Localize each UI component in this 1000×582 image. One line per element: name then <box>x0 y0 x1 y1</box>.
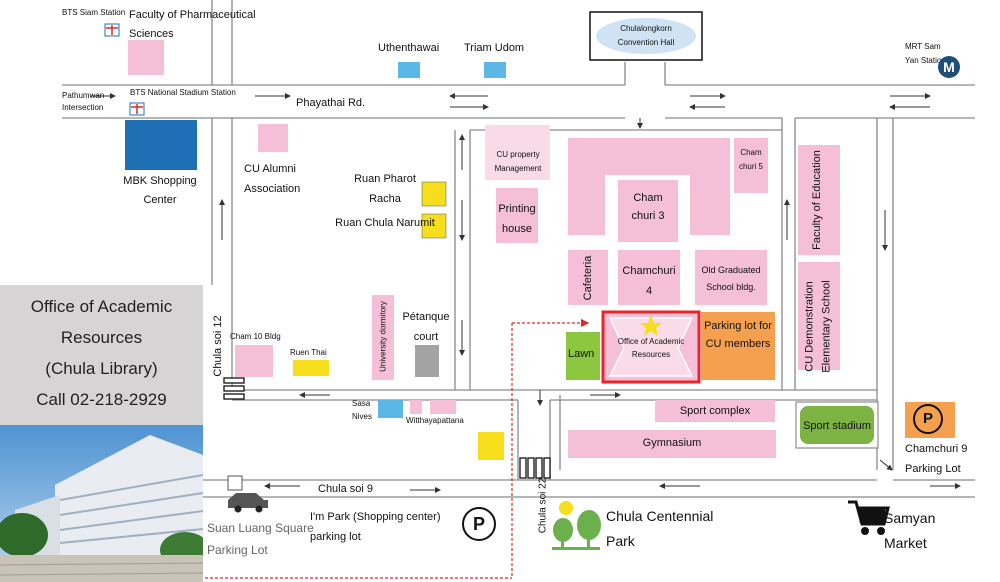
gymnasium-label: Gymnasium <box>642 437 702 449</box>
sport-stadium-label: Sport stadium <box>803 420 871 432</box>
parking-members-block <box>701 312 775 380</box>
chamchuri4-label: Chamchuri 4 <box>622 265 676 297</box>
ruan-pharot-label: Ruan Pharot Racha <box>354 173 416 205</box>
suan-luang-label: Suan Luang Square Parking Lot <box>207 521 314 557</box>
triam-udom-label: Triam Udom <box>464 42 525 54</box>
office-label: Office of Academic Resources <box>617 337 685 359</box>
education-label: Faculty of Education <box>811 150 823 250</box>
ruan-narumit-label: Ruan Chula Narumit <box>335 217 435 229</box>
info-panel: Office of Academic Resources (Chula Libr… <box>0 285 203 425</box>
uthenthawai-label: Uthenthawai <box>378 42 440 54</box>
demo-school-label: CU Demonstration Elementary School <box>803 280 833 373</box>
pathumwan-label: Pathumwan Intersection <box>62 91 105 112</box>
chula-soi-22-label: Chula soi 22 <box>537 477 549 534</box>
bts-national-stadium-label: BTS National Stadium Station <box>130 88 236 97</box>
pink-buildings <box>128 40 840 458</box>
gate-icon <box>223 377 551 479</box>
convention-hall-shape <box>596 18 696 54</box>
tree-icon <box>552 501 601 550</box>
chamchuri3-label: Cham churi 3 <box>631 192 665 222</box>
dormitory-label: University dormitory <box>378 301 388 372</box>
alumni-label: CU Alumni Association <box>244 163 301 195</box>
im-park-label: I'm Park (Shopping center) parking lot <box>310 511 441 543</box>
im-park-parking-icon: P <box>462 507 496 541</box>
chamchuri5-label: Cham churi 5 <box>738 148 763 172</box>
witthayapattana-label: Witthayapattana <box>406 416 464 425</box>
bts-icon <box>104 23 145 116</box>
info-phone: Call 02-218-2929 <box>36 390 167 409</box>
info-line-2: Resources <box>60 328 143 347</box>
cu-property-label: CU property Management <box>494 150 542 174</box>
mbk-label: MBK Shopping Center <box>123 175 197 206</box>
bts-siam-label: BTS Siam Station <box>62 8 126 17</box>
centennial-park-label: Chula Centennial Park <box>606 508 714 549</box>
petanque-label: Pétanque court <box>402 311 450 343</box>
samyan-market-label: Samyan Market <box>884 510 936 551</box>
printing-label: Printing house <box>498 203 536 235</box>
cafeteria-label: Cafeteria <box>582 255 594 301</box>
shopping-cart-icon <box>848 500 890 535</box>
sport-stadium-block <box>800 406 874 444</box>
cham10-label: Cham 10 Bldg <box>230 332 281 341</box>
sport-complex-label: Sport complex <box>679 405 751 417</box>
parking-members-label: Parking lot for CU members <box>704 320 772 350</box>
road-lines <box>62 0 975 498</box>
mrt-samyan-label: MRT Sam Yan Station <box>905 42 946 65</box>
info-line-1: Office of Academic <box>30 297 173 316</box>
library-photo <box>0 425 203 582</box>
car-icon <box>227 475 268 513</box>
chula-soi-12-label: Chula soi 12 <box>212 315 224 377</box>
info-line-3: (Chula Library) <box>45 359 158 378</box>
parking-icon: P <box>913 404 943 434</box>
mbk-block <box>125 120 197 170</box>
chamchuri9-parking-label: Chamchuri 9 Parking Lot <box>905 443 968 475</box>
walking-route <box>205 318 590 579</box>
ruen-thai-label: Ruen Thai <box>290 348 327 357</box>
lawn-label: Lawn <box>568 348 595 360</box>
mrt-icon: M <box>938 56 960 78</box>
traffic-arrows <box>90 93 961 493</box>
convention-label: Chulalongkorn Convention Hall <box>617 24 675 48</box>
pharma-label: Faculty of Pharmaceutical Sciences <box>129 9 256 40</box>
chula-soi-9-label: Chula soi 9 <box>318 483 374 495</box>
lawn-block <box>566 332 600 380</box>
star-icon <box>640 315 662 336</box>
sasa-nives-label: Sasa Nives <box>352 399 373 421</box>
old-graduated-label: Old Graduated School bldg. <box>701 265 761 293</box>
phayathai-road-label: Phayathai Rd. <box>296 97 366 109</box>
